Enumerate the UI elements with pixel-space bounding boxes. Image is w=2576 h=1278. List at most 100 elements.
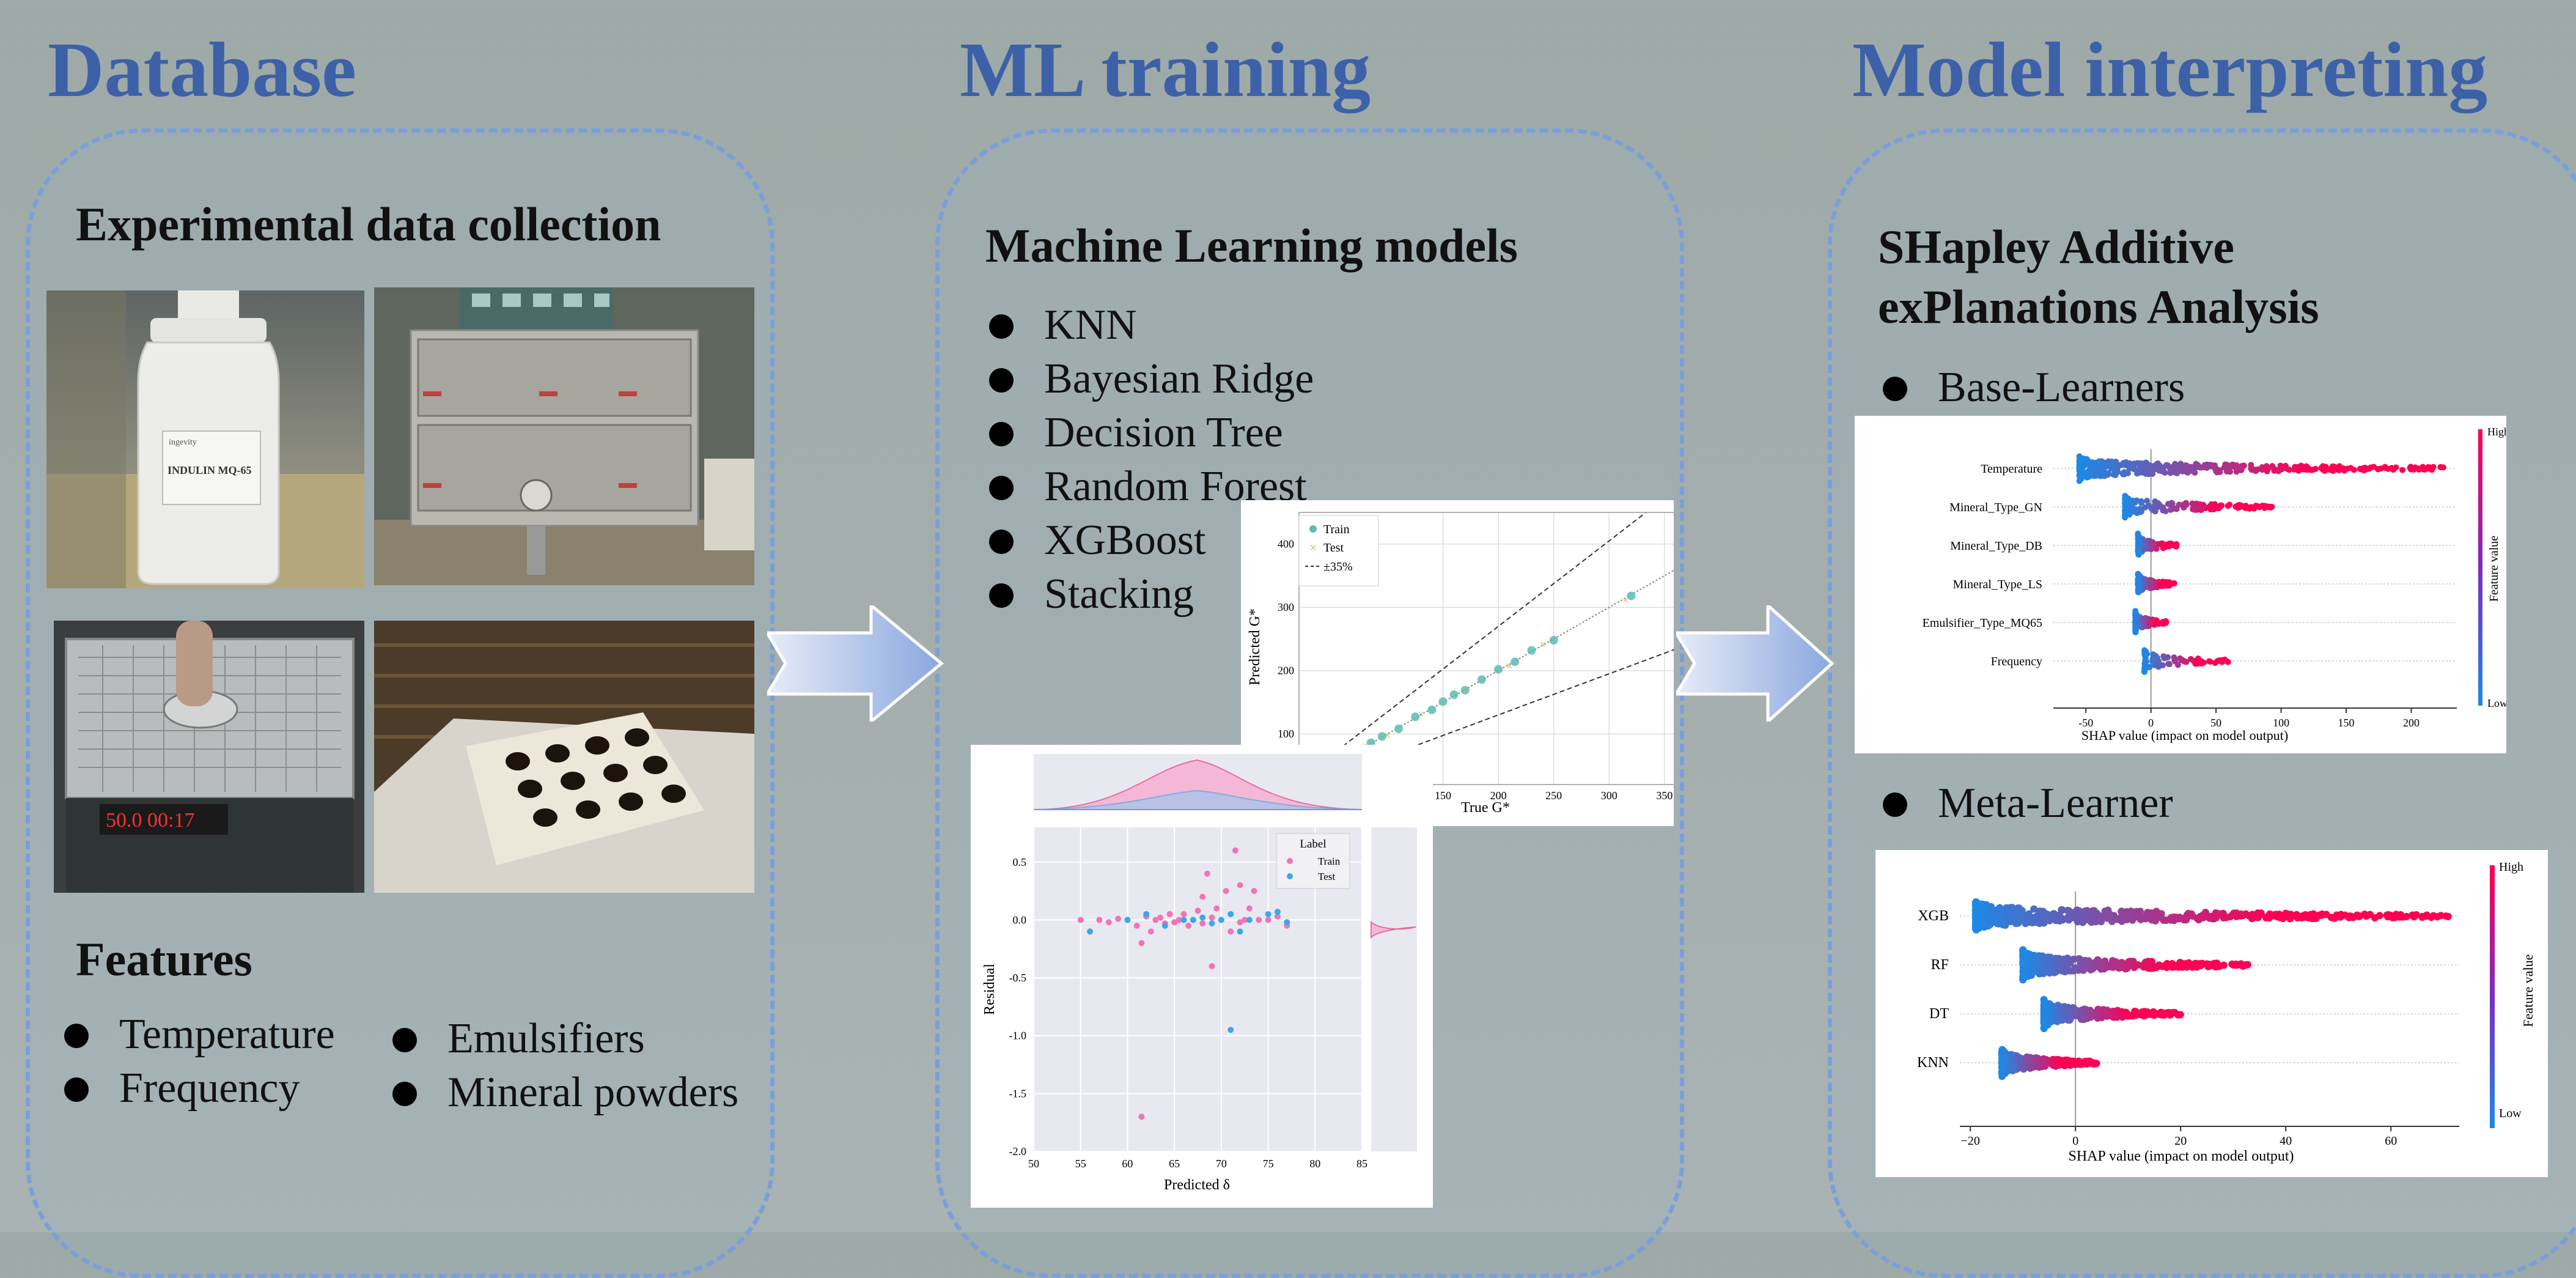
shap-point — [1995, 920, 2003, 928]
x-tick-label: 0 — [2072, 1134, 2078, 1148]
shap-point — [2143, 462, 2149, 468]
x-tick-label: 200 — [1490, 789, 1507, 802]
shap-point — [2188, 464, 2195, 470]
bullet-dot-icon — [1883, 792, 1907, 817]
shap-point — [2272, 910, 2280, 918]
test-point — [1143, 910, 1150, 917]
feature-label: DT — [1929, 1006, 1949, 1022]
feature-label: Mineral_Type_GN — [1949, 501, 2042, 514]
feature-label: Mineral powders — [447, 1069, 739, 1116]
bottle-brand-text: ingevity — [169, 438, 197, 447]
bullet-dot-icon — [989, 476, 1014, 500]
bottle-label-text: INDULIN MQ-65 — [167, 464, 252, 476]
shap-point — [2165, 660, 2172, 667]
x-tick-label: 50 — [2210, 717, 2221, 729]
shap-point — [2056, 917, 2064, 925]
shap-point — [2212, 505, 2219, 512]
ml-models-heading: Machine Learning models — [985, 219, 1518, 272]
shap-point — [2135, 1010, 2143, 1018]
feature-item: Mineral powders — [386, 1066, 738, 1120]
test-point — [1274, 909, 1281, 915]
x-tick-label: 65 — [1169, 1158, 1180, 1170]
shap-point — [2020, 917, 2028, 925]
shap-point — [2076, 458, 2083, 465]
ml-models-list: KNN Bayesian Ridge Decision Tree Random … — [983, 298, 1314, 621]
shap-point — [2221, 656, 2228, 663]
bullet-dot-icon — [989, 422, 1014, 446]
shap-point — [2152, 499, 2158, 506]
shap-point — [2108, 465, 2114, 472]
shap-point — [2146, 915, 2154, 923]
shap-point — [2251, 466, 2258, 473]
y-tick-label: -0.5 — [1009, 972, 1027, 984]
shap-point — [2181, 960, 2189, 968]
shap-point — [2153, 545, 2160, 552]
shap-point — [2122, 512, 2129, 519]
shap-point — [2390, 913, 2398, 921]
train-point — [1209, 963, 1215, 970]
test-point — [1199, 914, 1206, 921]
shap-point — [2261, 504, 2268, 511]
shap-point — [2125, 498, 2132, 504]
experimental-data-heading: Experimental data collection — [76, 198, 661, 251]
shap-point — [2015, 1054, 2023, 1062]
shap-point — [2130, 465, 2137, 472]
shap-point — [2013, 910, 2021, 918]
test-point: × — [1506, 659, 1513, 673]
train-point — [1199, 920, 1206, 927]
section-title-database: Database — [48, 26, 356, 113]
shap-point — [2071, 964, 2079, 972]
shap-point — [2285, 466, 2292, 473]
arrow-right-icon — [767, 605, 944, 722]
shap-point — [2134, 470, 2141, 477]
shap-point — [2033, 1057, 2041, 1065]
shap-point — [2225, 503, 2231, 509]
shap-point — [2077, 1060, 2085, 1068]
shap-point — [2363, 466, 2370, 473]
shap-point — [2327, 914, 2335, 922]
x-tick-label: 40 — [2280, 1134, 2292, 1148]
shap-point — [2224, 462, 2231, 468]
shap-point — [2080, 1005, 2088, 1013]
model-item: Random Forest — [983, 460, 1314, 514]
features-heading: Features — [76, 933, 252, 986]
shap-point — [2173, 541, 2180, 548]
shap-point — [2058, 906, 2066, 914]
train-point — [1438, 697, 1448, 706]
shap-point — [2110, 915, 2118, 923]
meta-learner-label: Meta-Learner — [1938, 780, 2173, 827]
shap-point — [2262, 914, 2270, 922]
shap-point — [2309, 910, 2317, 918]
train-point — [1251, 888, 1257, 895]
shap-point — [2052, 967, 2060, 975]
shap-point — [2038, 967, 2046, 975]
shap-point — [2162, 619, 2169, 626]
shap-point — [2130, 962, 2138, 970]
test-point — [1227, 910, 1234, 917]
train-point — [1549, 636, 1558, 645]
shap-point — [2124, 962, 2132, 970]
feature-label: Mineral_Type_LS — [1953, 578, 2042, 591]
shap-point — [2399, 467, 2406, 473]
model-item: KNN — [983, 298, 1314, 352]
shap-point — [2064, 913, 2072, 921]
meta-learner-label-list: Meta-Learner — [1877, 777, 2173, 830]
shap-point — [2396, 913, 2404, 921]
legend-label: Train — [1323, 523, 1350, 536]
train-point — [1527, 646, 1536, 655]
train-point — [1133, 922, 1140, 929]
density-test-curve — [1033, 789, 1363, 810]
legend-label: Test — [1318, 871, 1335, 882]
shap-point — [2092, 909, 2100, 917]
shap-point — [2053, 1058, 2061, 1066]
shap-point — [2177, 655, 2184, 662]
shap-point — [2142, 656, 2149, 663]
test-point: × — [1622, 594, 1629, 607]
shap-point — [2235, 467, 2242, 473]
shap-point — [2145, 502, 2152, 509]
shap-point — [2042, 1008, 2050, 1016]
shap-point — [2028, 1063, 2036, 1071]
bath-illustration: 50.0 00:17 — [54, 621, 364, 893]
